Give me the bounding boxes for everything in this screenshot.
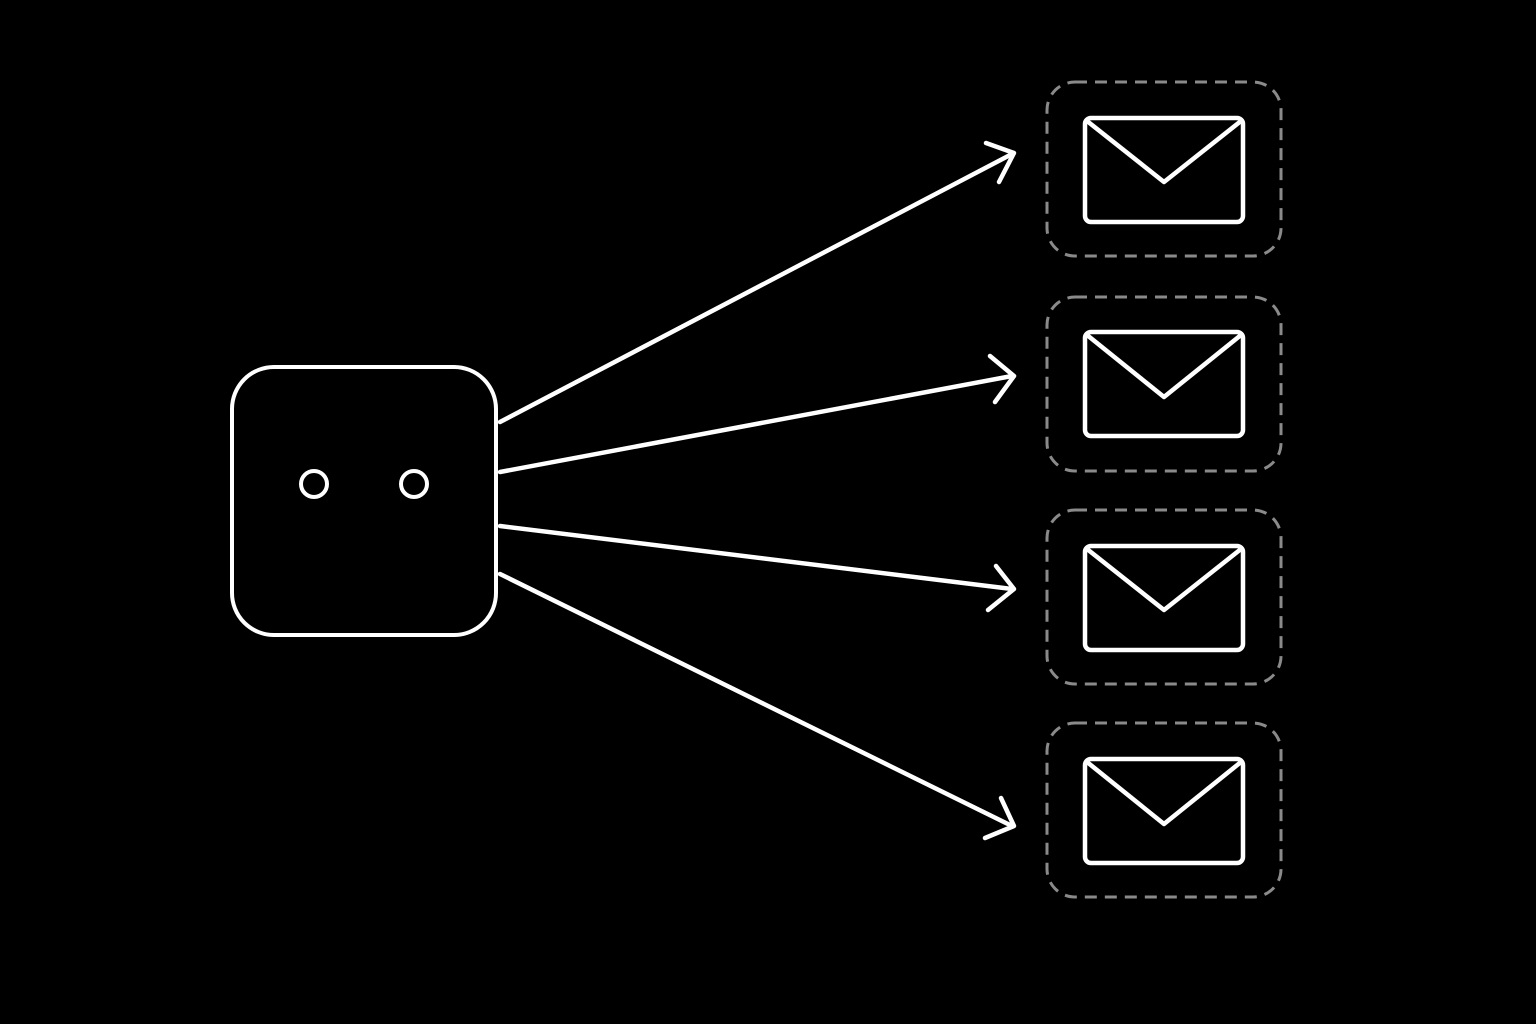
arrow-head (987, 353, 1017, 405)
bot-left-eye (299, 469, 329, 499)
arrow-head (985, 563, 1017, 613)
envelope-icon (1082, 756, 1246, 866)
arrow-line (497, 373, 1015, 475)
arrow-line (497, 151, 1015, 425)
dashed-frame (1045, 721, 1283, 899)
arrow-to-email-4 (497, 571, 1017, 841)
arrow-group (497, 140, 1017, 841)
arrow-head (982, 795, 1017, 841)
dashed-frame (1045, 508, 1283, 686)
arrow-to-email-3 (497, 523, 1017, 613)
email-target-1[interactable] (1045, 80, 1283, 258)
arrow-line (497, 523, 1015, 592)
bot-right-eye (399, 469, 429, 499)
email-target-4[interactable] (1045, 721, 1283, 899)
dashed-frame (1045, 295, 1283, 473)
arrow-head (983, 140, 1017, 185)
bot-face-icon (230, 365, 498, 637)
email-target-2[interactable] (1045, 295, 1283, 473)
arrow-line (497, 571, 1015, 829)
email-target-3[interactable] (1045, 508, 1283, 686)
envelope-icon (1082, 543, 1246, 653)
arrow-to-email-2 (497, 353, 1017, 475)
dashed-frame (1045, 80, 1283, 258)
envelope-icon (1082, 115, 1246, 225)
arrow-to-email-1 (497, 140, 1017, 425)
bot-head (230, 365, 498, 637)
envelope-icon (1082, 329, 1246, 439)
